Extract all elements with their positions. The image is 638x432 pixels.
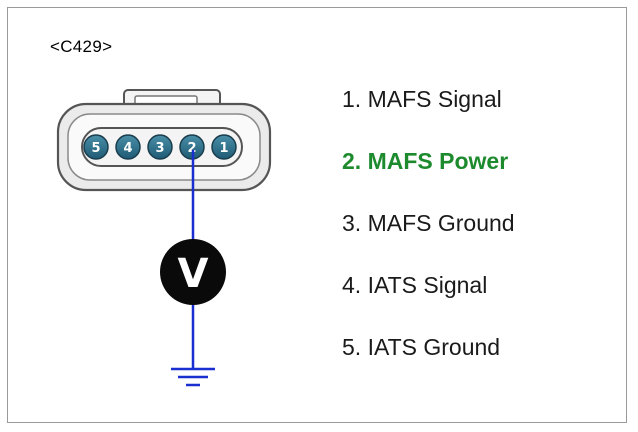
- pin-description-1: 1. MAFS Signal: [342, 86, 502, 112]
- pin-4: [115, 134, 141, 160]
- pin-5: [83, 134, 109, 160]
- pin-number-4: 4: [123, 141, 132, 156]
- pin-description-4: 4. IATS Signal: [342, 272, 488, 298]
- pin-number-3: 3: [155, 141, 164, 156]
- pin-description-2: 2. MAFS Power: [342, 148, 509, 174]
- ground-icon: [171, 367, 215, 387]
- voltmeter-symbol: V: [178, 251, 209, 297]
- pin-description-5: 5. IATS Ground: [342, 334, 501, 360]
- pin-number-1: 1: [219, 141, 228, 156]
- pin-description-3: 3. MAFS Ground: [342, 210, 515, 236]
- voltmeter-icon: V: [160, 239, 226, 305]
- pin-description-list: 1. MAFS Signal 2. MAFS Power 3. MAFS Gro…: [342, 80, 515, 390]
- diagram-frame: [7, 7, 627, 423]
- pin-1: [211, 134, 237, 160]
- connector-pins: 5 4 3 2 1: [83, 134, 237, 160]
- pin-number-2: 2: [187, 141, 196, 156]
- pin-number-5: 5: [91, 141, 100, 156]
- connector-id-label: <C429>: [50, 37, 113, 56]
- pin-3: [147, 134, 173, 160]
- connector-body: [56, 102, 272, 192]
